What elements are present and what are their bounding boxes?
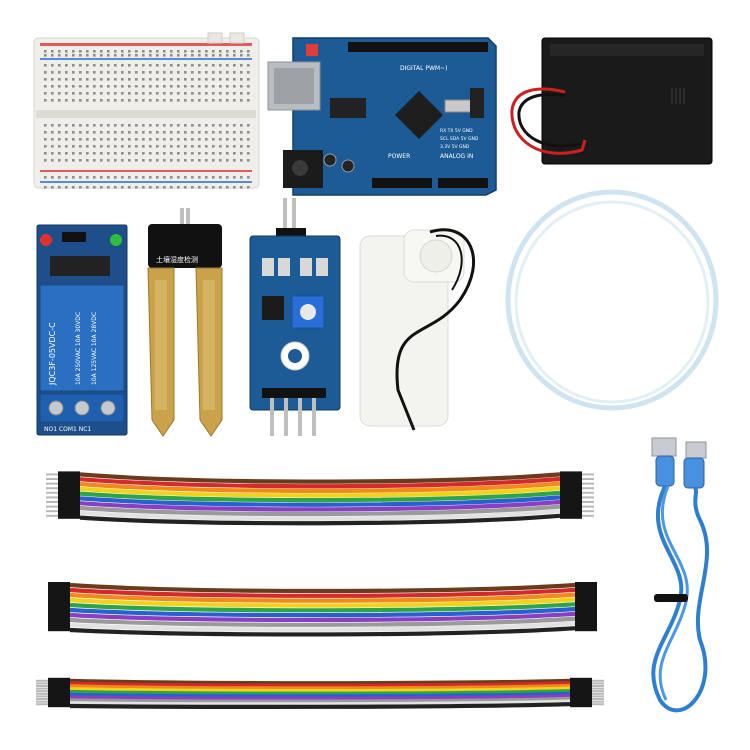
relay-box: [39, 284, 125, 392]
breadboard-center-channel: [36, 110, 256, 118]
water-pump: [359, 228, 476, 431]
relay-bottom-label: NO1 COM1 NC1: [44, 426, 91, 433]
breadboard-red-rail: [40, 43, 252, 46]
board-label-digital: DIGITAL PWM~): [400, 65, 447, 72]
relay-led-green: [110, 234, 122, 246]
breadboard-blue-rail: [40, 58, 252, 60]
jumper-wire-set-1: [46, 471, 594, 526]
relay-led-red: [40, 234, 52, 246]
power-header: [372, 178, 432, 188]
jumper-wire-set-2: [48, 582, 597, 637]
board-label-pins-3: 3.3V 5V GND: [440, 144, 470, 150]
relay-rating-1: 10A 250VAC 10A 30VDC: [75, 312, 82, 385]
board-label-analog: ANALOG IN: [440, 153, 473, 160]
board-label-power: POWER: [388, 153, 410, 160]
comparator-chip: [262, 296, 284, 320]
relay-model-label: JQC3F-05VDC-C: [48, 322, 57, 386]
cable-tie: [654, 594, 688, 602]
relay-rating-2: 10A 125VAC 10A 28VDC: [91, 312, 98, 385]
usb-cable: [651, 437, 710, 713]
board-label-pins: RX TX 5V GND: [440, 128, 473, 134]
digital-header: [348, 42, 488, 52]
sensor-control-module: [249, 198, 341, 436]
arduino-uno-board: DIGITAL PWM~) POWER ANALOG IN RX TX 5V G…: [267, 37, 497, 196]
microcontroller-chip: [394, 90, 444, 140]
silicone-tube: [505, 189, 719, 411]
soil-probe-label: 土壤湿度检测: [156, 255, 198, 264]
soil-moisture-probe: 土壤湿度检测: [147, 208, 223, 437]
board-label-pins-2: SCL SDA 5V GND: [440, 136, 479, 142]
jumper-wire-set-3: [36, 677, 604, 709]
analog-header: [438, 178, 488, 188]
relay-module: JQC3F-05VDC-C 10A 250VAC 10A 30VDC 10A 1…: [36, 224, 128, 436]
battery-box: [510, 37, 713, 165]
reset-button: [306, 44, 318, 56]
breadboard: [33, 32, 260, 189]
breadboard-holes: [44, 50, 250, 189]
